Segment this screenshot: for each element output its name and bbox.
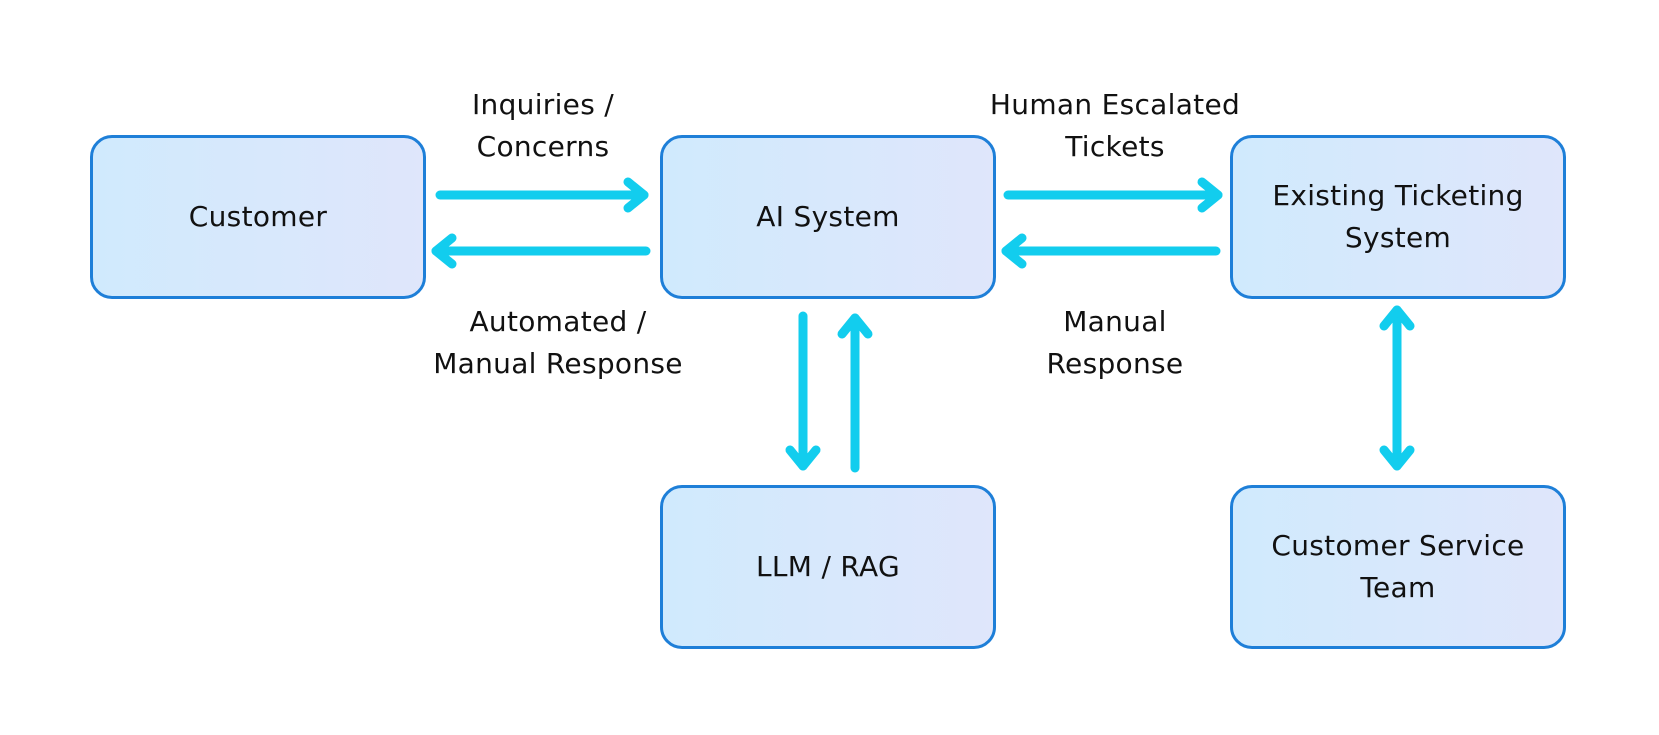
arrow-ticketing-cs-bidirectional <box>1379 305 1415 471</box>
node-cs-team-label: Customer Service Team <box>1271 529 1525 604</box>
node-existing-ticketing-system: Existing Ticketing System <box>1230 135 1566 299</box>
node-llm-rag-label: LLM / RAG <box>756 550 900 583</box>
node-customer: Customer <box>90 135 426 299</box>
node-ai-system: AI System <box>660 135 996 299</box>
arrow-ai-to-llm <box>785 311 821 471</box>
node-ai-system-label: AI System <box>756 200 900 233</box>
arrow-ticketing-to-ai <box>1001 233 1221 269</box>
node-customer-service-team: Customer Service Team <box>1230 485 1566 649</box>
node-ticketing-label: Existing Ticketing System <box>1272 179 1524 254</box>
node-customer-label: Customer <box>188 200 328 233</box>
edge-label-manual-response: Manual Response <box>1046 305 1184 380</box>
edge-label-inquiries: Inquiries / Concerns <box>471 88 615 163</box>
arrow-ai-to-ticketing <box>1003 177 1223 213</box>
edge-label-automated-response: Automated / Manual Response <box>433 305 683 380</box>
arrow-llm-to-ai <box>837 313 873 473</box>
arrow-customer-to-ai <box>435 177 649 213</box>
arrow-ai-to-customer <box>431 233 651 269</box>
node-llm-rag: LLM / RAG <box>660 485 996 649</box>
edge-label-escalated-tickets: Human Escalated Tickets <box>989 88 1241 163</box>
